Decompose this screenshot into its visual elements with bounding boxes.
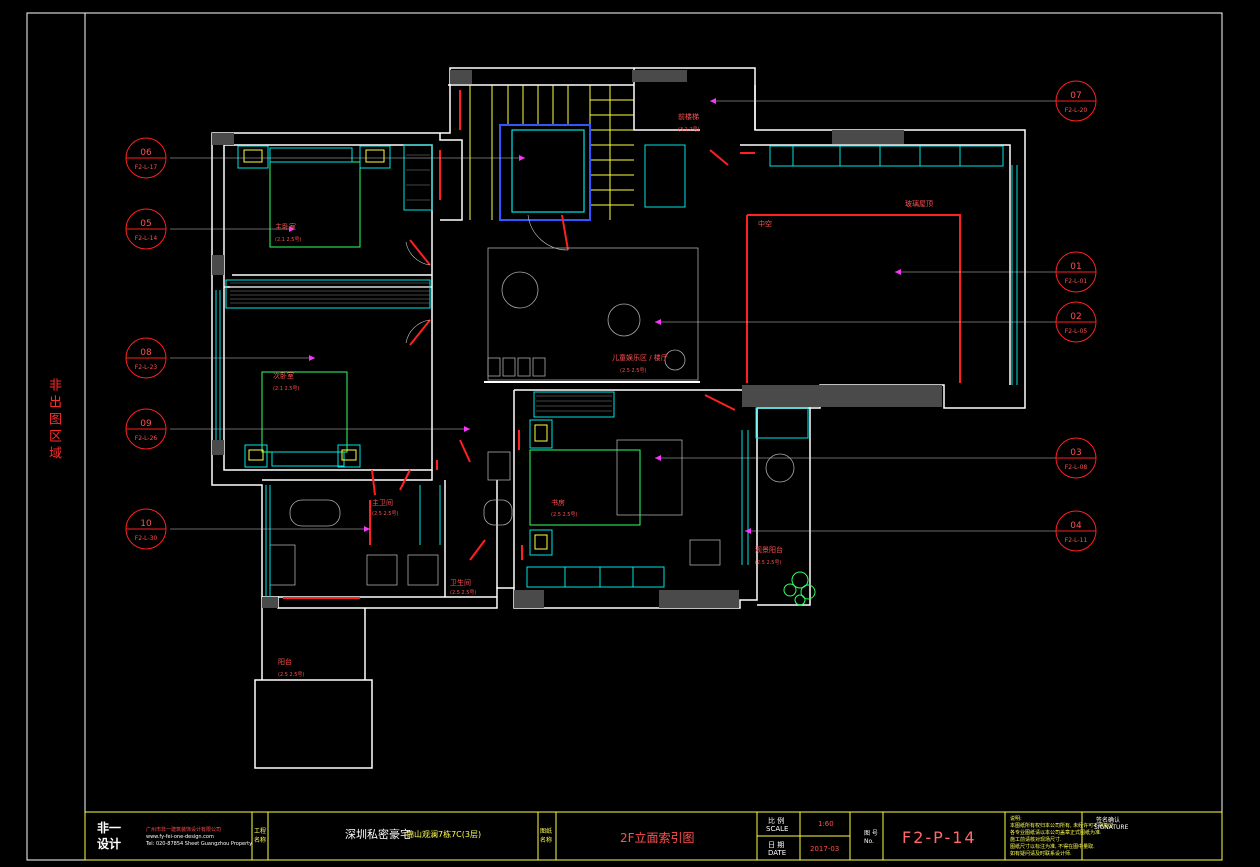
room-size: (2.5 2.5号) <box>450 590 476 596</box>
note-line: 如有疑问请及时联系设计师. <box>1010 851 1072 857</box>
date-value: 2017-03 <box>810 845 840 853</box>
room-name: 玻璃屋顶 <box>905 199 933 208</box>
room-size: (2.5 2.5号) <box>551 512 577 518</box>
callout-ref: F2-L-17 <box>135 164 158 171</box>
room-size: (2.1 2.5号) <box>275 237 301 243</box>
company-web: www.fy-fei-one-design.com <box>146 834 214 840</box>
callout-ref: F2-L-05 <box>1065 328 1088 335</box>
callout-circles <box>125 80 1097 552</box>
room-name: 前楼梯 <box>678 112 699 121</box>
stair-lines <box>469 85 634 220</box>
note-line: 各专业图纸请以本公司盖章正式图纸为准. <box>1010 830 1102 836</box>
room-name: 书房 <box>551 498 565 507</box>
callout-labels: 06 F2-L-17 05 F2-L-14 08 F2-L-23 09 F2-L… <box>135 91 1088 544</box>
cabinets <box>225 144 1004 588</box>
plant <box>783 571 816 606</box>
room-name: 次卧室 <box>273 371 294 380</box>
elevator-shaft <box>499 124 591 221</box>
callout-ref: F2-L-30 <box>135 535 158 542</box>
project-name: 深圳私密豪宅 <box>345 828 411 841</box>
scale-label-cn: 比 例 <box>768 817 785 825</box>
callout-num: 08 <box>140 348 152 358</box>
room-name: 主卫间 <box>372 498 393 507</box>
date-label-cn: 日 期 <box>768 841 785 849</box>
wall-fills <box>212 70 942 608</box>
furniture-misc <box>269 247 795 586</box>
room-labels: 主卧室 (2.1 2.5号) 次卧室 (2.1 2.5号) 前楼梯 (3.1.2… <box>273 112 933 678</box>
callout-num: 07 <box>1070 91 1081 101</box>
sheet-border <box>26 12 1223 861</box>
scale-label-en: SCALE <box>766 825 789 833</box>
company-name-cn: 广州市非一建筑装饰设计有限公司 <box>146 827 222 833</box>
logo-line-1: 非一 <box>97 821 122 835</box>
callout-num: 04 <box>1070 521 1082 531</box>
drawing-label: 图纸名称 <box>540 828 553 844</box>
date-label-en: DATE <box>768 849 787 857</box>
room-size: (2.5 2.5号) <box>755 560 781 566</box>
furniture-beds <box>261 147 641 526</box>
door-swings <box>405 214 569 344</box>
scale-value: 1:60 <box>818 820 834 828</box>
number-label-cn: 图 号 <box>864 830 878 837</box>
elevator-car <box>511 129 585 213</box>
project-label: 工程名称 <box>254 828 267 844</box>
walls <box>211 67 1026 769</box>
callout-num: 03 <box>1070 448 1081 458</box>
drawing-number: F2-P-14 <box>902 828 977 847</box>
callout-ref: F2-L-01 <box>1065 278 1088 285</box>
windows <box>215 165 1018 597</box>
note-line: 本图纸所有权归本公司所有, 未经许可不得复印. <box>1010 823 1115 829</box>
callout-arrows <box>289 98 901 534</box>
title-block-frame <box>84 811 1223 861</box>
room-name: 卫生间 <box>450 578 471 587</box>
company-logo: 非一 设计 <box>97 820 127 854</box>
callout-leaders <box>170 100 1056 532</box>
room-size: (2.5 2.5号) <box>620 368 646 374</box>
company-contact: Tel: 020-87854 Sheet Guangzhou Property <box>146 841 253 847</box>
hatches <box>230 154 612 412</box>
drawing-title: 2F立面索引图 <box>620 831 695 845</box>
callout-num: 01 <box>1070 262 1081 272</box>
title-block-grid <box>251 812 1083 860</box>
callout-ref: F2-L-08 <box>1065 464 1088 471</box>
callout-ref: F2-L-23 <box>135 364 158 371</box>
note-line: 施工前请核对现场尺寸. <box>1010 837 1062 843</box>
project-sub: 锦山观澜7栋7C(3层) <box>406 830 482 839</box>
room-name: 主卧室 <box>275 222 296 231</box>
red-partitions <box>283 90 961 599</box>
signature-label-en: SIGNATURE <box>1094 824 1129 831</box>
room-size: (2.1 2.5号) <box>273 386 299 392</box>
callout-ref: F2-L-11 <box>1065 537 1088 544</box>
non-drawing-area-label: 非出图区域 <box>46 378 61 463</box>
room-name: 中空 <box>758 219 772 228</box>
callout-num: 02 <box>1070 312 1081 322</box>
room-size: (2.5 2.5号) <box>372 511 398 517</box>
callout-ref: F2-L-14 <box>135 235 158 242</box>
room-size: (2.5 2.5号) <box>278 672 304 678</box>
callout-num: 05 <box>140 219 151 229</box>
room-name: 儿童娱乐区 / 楼厅 <box>612 353 668 362</box>
callout-num: 06 <box>140 148 152 158</box>
room-name: 观景阳台 <box>755 545 783 554</box>
signature-label-cn: 签名确认 <box>1096 817 1121 824</box>
logo-line-2: 设计 <box>97 837 122 851</box>
callout-ref: F2-L-26 <box>135 435 158 442</box>
callout-ref: F2-L-20 <box>1065 107 1088 114</box>
room-name: 阳台 <box>278 657 292 666</box>
callout-num: 10 <box>140 519 152 529</box>
callout-num: 09 <box>140 419 152 429</box>
notes-heading: 说明: <box>1010 816 1022 822</box>
number-label-en: No. <box>864 838 874 845</box>
note-line: 图纸尺寸以标注为准, 不得在图中量取. <box>1010 844 1095 850</box>
room-size: (3.1.2号) <box>678 127 700 133</box>
night-tables <box>237 145 553 556</box>
